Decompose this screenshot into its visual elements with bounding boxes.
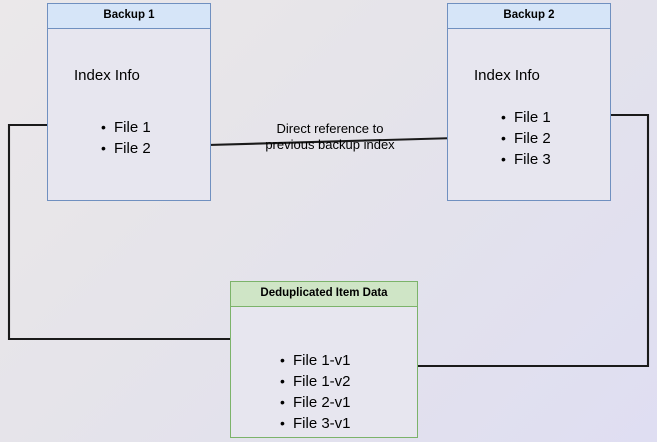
node-deduplicated-file-list: File 1-v1 File 1-v2 File 2-v1 File 3-v1 [275,350,350,434]
list-item: File 1-v2 [280,371,350,392]
list-item: File 3-v1 [280,413,350,434]
node-backup-2-subtitle: Index Info [474,66,540,84]
list-item: File 2 [101,138,151,159]
node-backup-1-subtitle: Index Info [74,66,140,84]
list-item: File 3 [501,149,551,170]
node-backup-2-file-list: File 1 File 2 File 3 [496,107,551,170]
edge-label-line-2: previous backup index [265,137,395,152]
list-item: File 1 [501,107,551,128]
node-backup-1[interactable]: Backup 1 Index Info File 1 File 2 [47,3,211,201]
node-backup-2[interactable]: Backup 2 Index Info File 1 File 2 File 3 [447,3,611,201]
edge-label-direct-reference: Direct reference to previous backup inde… [242,121,418,153]
list-item: File 1-v1 [280,350,350,371]
list-item: File 2 [501,128,551,149]
node-backup-1-file-list: File 1 File 2 [96,117,151,159]
edge-label-line-1: Direct reference to [276,121,384,136]
node-backup-1-header: Backup 1 [48,4,210,29]
list-item: File 1 [101,117,151,138]
list-item: File 2-v1 [280,392,350,413]
node-deduplicated-item-data-header: Deduplicated Item Data [231,282,417,307]
node-deduplicated-item-data[interactable]: Deduplicated Item Data File 1-v1 File 1-… [230,281,418,438]
node-backup-2-header: Backup 2 [448,4,610,29]
